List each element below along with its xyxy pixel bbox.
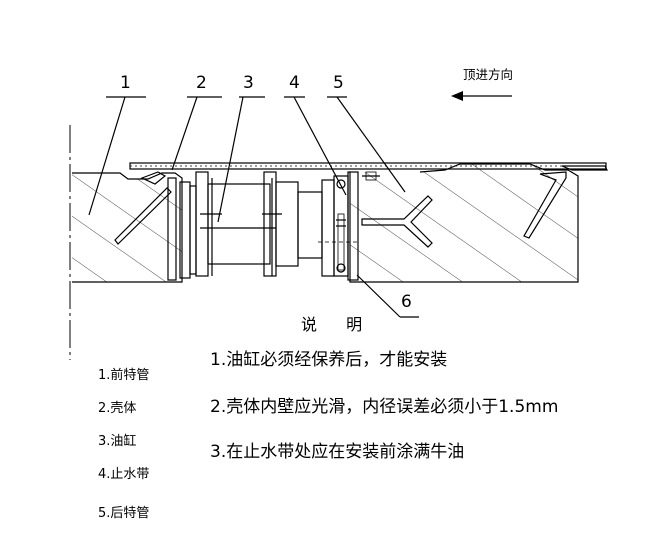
legend-item-4: 4.止水带 <box>98 467 149 482</box>
rear-pipe <box>349 163 608 283</box>
note-3: 3.在止水带处应在安装前涂满牛油 <box>210 442 464 462</box>
callout-6: 6 <box>401 292 412 312</box>
legend-item-5: 5.后特管 <box>98 506 149 521</box>
front-pipe <box>72 171 183 283</box>
callout-2: 2 <box>196 73 207 93</box>
callout-4: 4 <box>289 73 300 93</box>
callout-5: 5 <box>333 73 344 93</box>
legend-item-1: 1.前特管 <box>98 367 149 383</box>
legend-item-2: 2.壳体 <box>98 401 136 416</box>
hydraulic-cylinder <box>195 171 323 277</box>
water-stop <box>318 171 380 281</box>
direction-label: 顶进方向 <box>463 67 513 82</box>
arrow-left-icon <box>451 91 512 101</box>
note-1: 1.油缸必须经保养后，才能安装 <box>210 349 447 370</box>
note-2: 2.壳体内壁应光滑，内径误差必须小于1.5mm <box>210 397 558 417</box>
legend-item-3: 3.油缸 <box>98 433 136 449</box>
notes-title: 说 明 <box>301 315 374 334</box>
leader-lines <box>88 96 419 318</box>
shell-top-plate <box>129 162 607 170</box>
callout-1: 1 <box>120 73 131 93</box>
callout-3: 3 <box>243 73 254 93</box>
